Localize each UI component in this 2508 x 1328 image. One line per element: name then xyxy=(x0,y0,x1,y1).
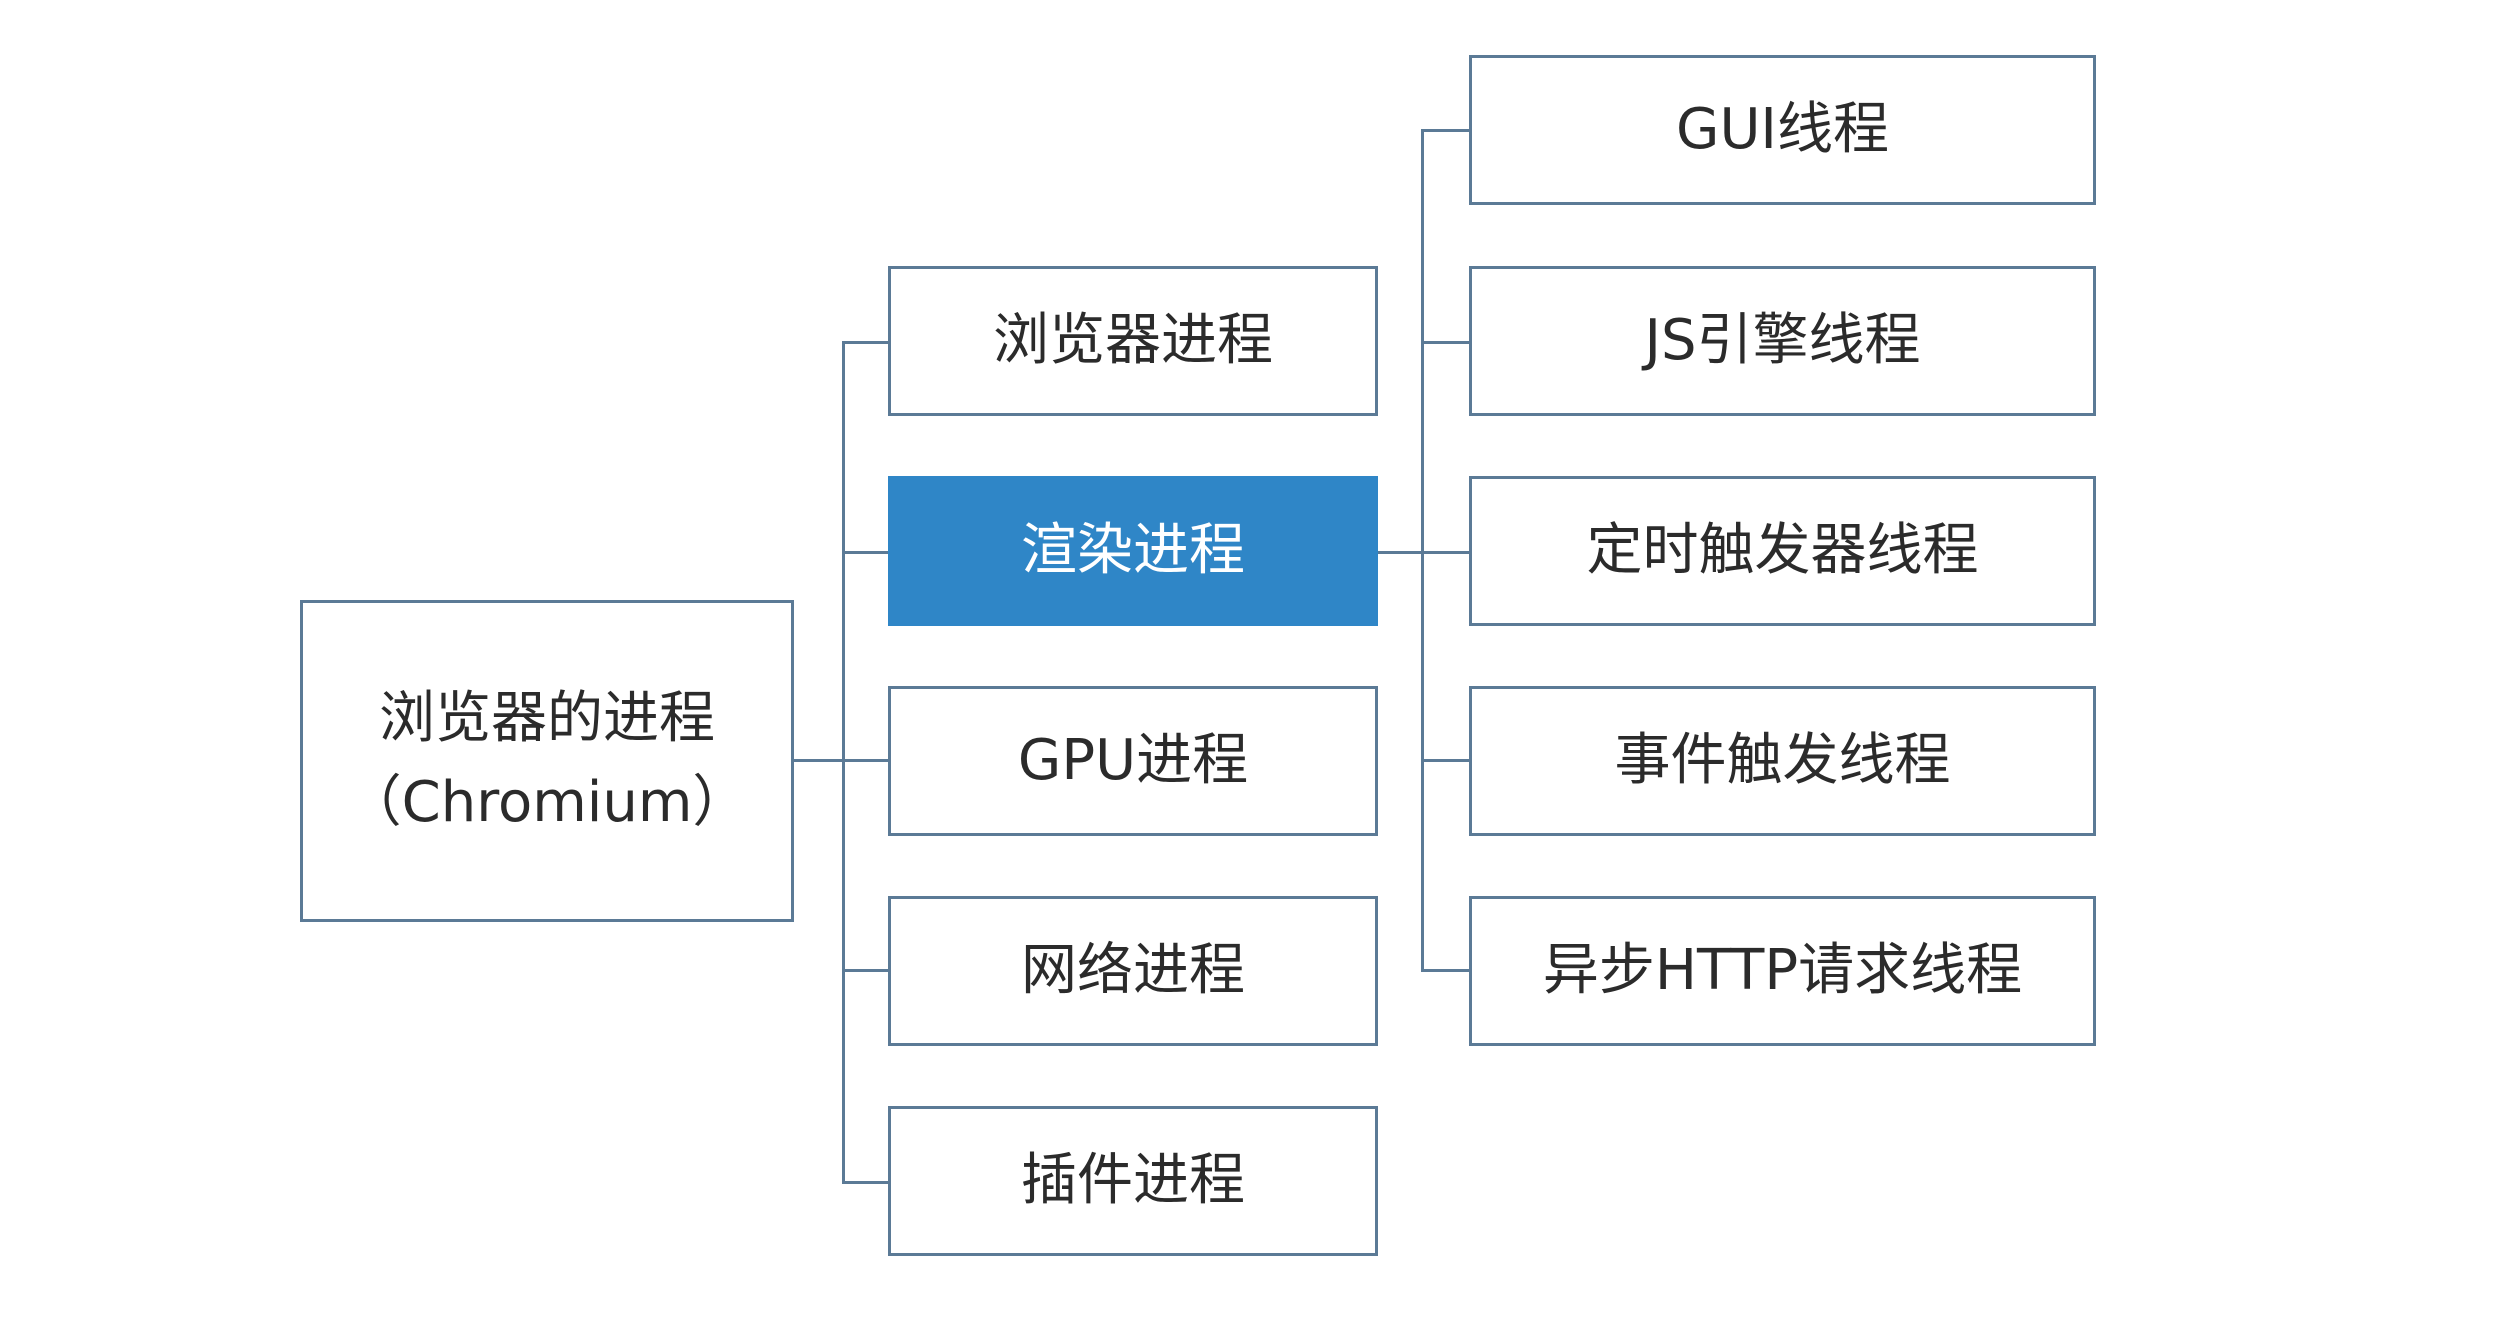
process-node-label: 浏览器进程 xyxy=(993,308,1273,373)
thread-node-label: 事件触发线程 xyxy=(1614,728,1951,793)
process-node-renderer: 渲染进程 xyxy=(888,476,1378,626)
root-node-subtitle: （Chromium） xyxy=(345,770,749,835)
process-node-browser: 浏览器进程 xyxy=(888,266,1378,416)
connector-thread-1 xyxy=(1421,129,1471,132)
connector-thread-4 xyxy=(1421,759,1471,762)
process-node-label: 网络进程 xyxy=(1021,938,1245,1003)
connector-root-stub xyxy=(794,759,844,762)
thread-node-timer: 定时触发器线程 xyxy=(1469,476,2096,626)
thread-node-event-trigger: 事件触发线程 xyxy=(1469,686,2096,836)
connector-thread-trunk xyxy=(1421,129,1424,972)
connector-thread-2 xyxy=(1421,341,1471,344)
thread-node-gui: GUI线程 xyxy=(1469,55,2096,205)
thread-node-label: 定时触发器线程 xyxy=(1586,518,1979,583)
process-node-label: GPU进程 xyxy=(1017,728,1249,793)
connector-process-4 xyxy=(842,969,890,972)
root-node-title: 浏览器的进程 xyxy=(379,686,715,751)
connector-process-5 xyxy=(842,1181,890,1184)
process-node-network: 网络进程 xyxy=(888,896,1378,1046)
connector-thread-5 xyxy=(1421,969,1471,972)
connector-process-3 xyxy=(842,759,890,762)
root-node-box: 浏览器的进程 （Chromium） xyxy=(300,600,794,922)
thread-node-js-engine: JS引擎线程 xyxy=(1469,266,2096,416)
process-node-label: 插件进程 xyxy=(1021,1148,1245,1213)
thread-node-label: JS引擎线程 xyxy=(1644,308,1921,373)
connector-process-trunk xyxy=(842,341,845,1184)
thread-node-async-http: 异步HTTP请求线程 xyxy=(1469,896,2096,1046)
process-node-gpu: GPU进程 xyxy=(888,686,1378,836)
thread-node-label: 异步HTTP请求线程 xyxy=(1542,938,2023,1003)
connector-process-1 xyxy=(842,341,890,344)
process-node-label: 渲染进程 xyxy=(1021,518,1245,583)
connector-render-stub xyxy=(1376,551,1424,554)
thread-node-label: GUI线程 xyxy=(1676,97,1889,162)
process-node-plugin: 插件进程 xyxy=(888,1106,1378,1256)
connector-thread-3 xyxy=(1421,551,1471,554)
connector-process-2 xyxy=(842,551,890,554)
